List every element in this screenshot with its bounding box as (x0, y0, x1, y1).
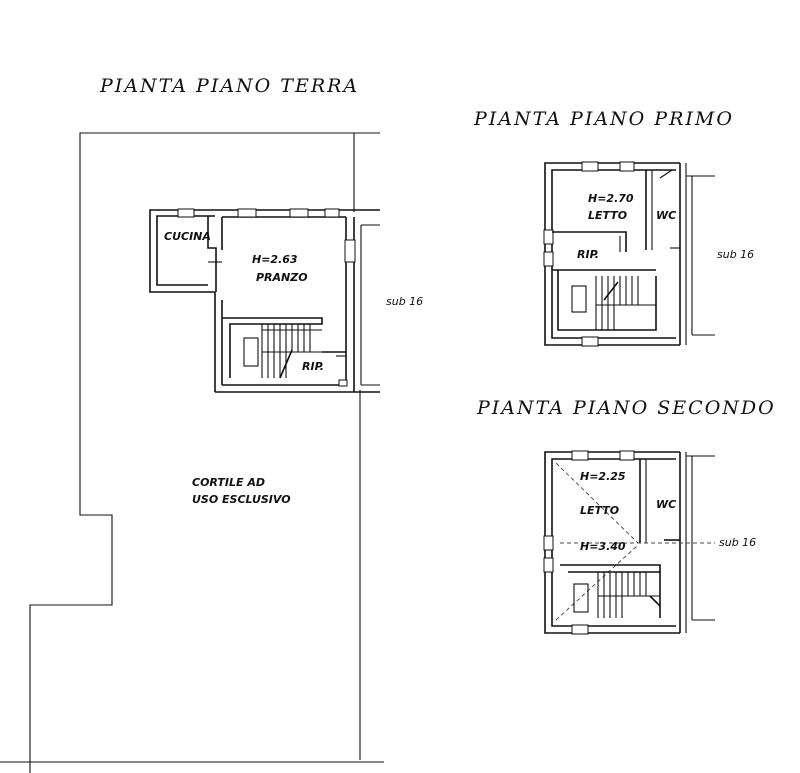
first-floor-title: PIANTA PIANO PRIMO (473, 108, 734, 130)
room-height-letto-first: H=2.70 (588, 192, 634, 205)
room-height-letto-second-low: H=2.25 (580, 470, 626, 483)
second-stair-treads (597, 572, 661, 618)
sub-label-first: sub 16 (717, 248, 754, 261)
room-label-letto-first: LETTO (588, 209, 627, 222)
room-label-rip-ground: RIP. (302, 360, 324, 373)
courtyard-label-line1: CORTILE AD (192, 476, 265, 489)
ground-floor-plan: PIANTA PIANO TERRA (0, 75, 423, 773)
room-label-pranzo: PRANZO (256, 271, 308, 284)
sub-label-second: sub 16 (719, 536, 756, 549)
room-label-letto-second: LETTO (580, 504, 619, 517)
first-floor-plan: PIANTA PIANO PRIMO (473, 108, 754, 347)
ground-building-walls (149, 208, 380, 393)
room-label-wc-first: WC (656, 209, 676, 222)
courtyard-label-line2: USO ESCLUSIVO (192, 493, 291, 506)
second-floor-title: PIANTA PIANO SECONDO (476, 397, 776, 419)
second-building-walls (543, 450, 715, 635)
room-label-rip-first: RIP. (577, 248, 599, 261)
ground-stair-treads (261, 324, 322, 379)
sub-label-ground: sub 16 (386, 295, 423, 308)
room-label-wc-second: WC (656, 498, 676, 511)
first-building-walls (543, 161, 715, 347)
room-height-letto-second-high: H=3.40 (580, 540, 626, 553)
room-label-cucina: CUCINA (164, 230, 211, 243)
first-stair-treads (595, 276, 656, 330)
second-floor-plan: PIANTA PIANO SECONDO (476, 397, 776, 635)
courtyard-outline (29, 132, 380, 773)
room-height-pranzo: H=2.63 (252, 253, 298, 266)
ground-floor-title: PIANTA PIANO TERRA (99, 75, 359, 97)
